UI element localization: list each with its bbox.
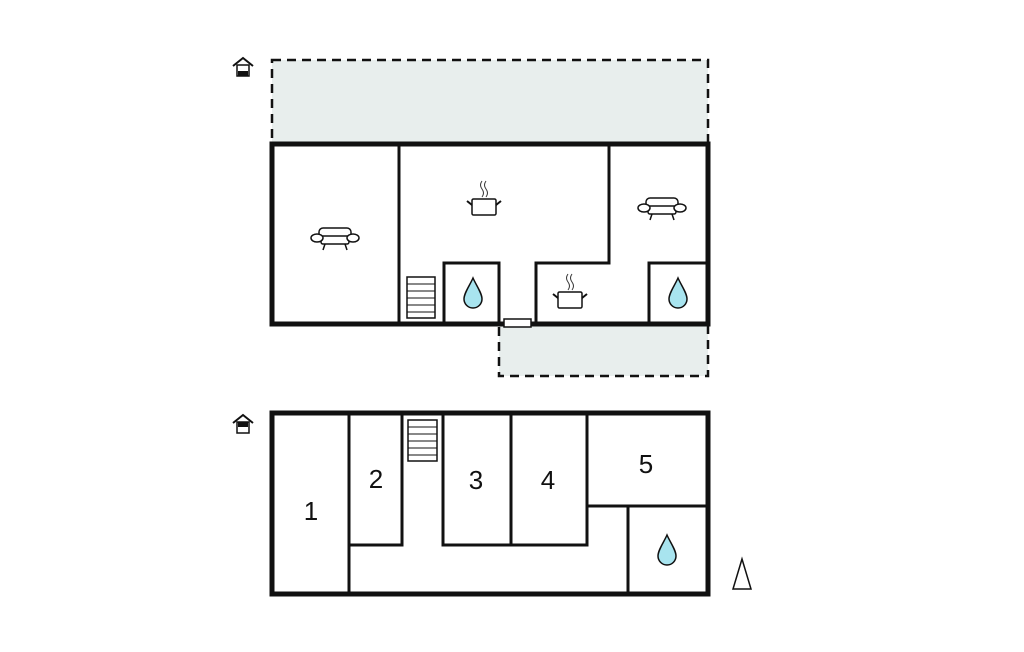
north-arrow-icon [731,556,753,590]
stairs-icon [406,276,436,319]
water-drop-icon [657,534,677,566]
room-number: 2 [369,464,383,494]
kitchen-pot-icon [466,180,502,216]
house-level-icon [232,414,254,434]
kitchen-pot-icon [552,273,588,309]
room-number: 1 [304,496,318,526]
outer-walls [269,141,711,327]
terrace-top [270,58,710,145]
stairs-icon [407,419,438,462]
room-number: 3 [469,465,483,495]
sofa-icon [637,197,687,221]
room-number: 4 [541,465,555,495]
water-drop-icon [463,277,483,309]
outer-walls [269,410,711,597]
sofa-icon [310,227,360,251]
terrace-bottom [497,322,710,378]
water-drop-icon [668,277,688,309]
house-level-icon [232,57,254,77]
room-number: 5 [639,449,653,479]
ground-floor-plan [232,57,711,378]
upper-floor-plan: 1 2 3 4 5 [232,410,753,597]
door-icon [503,318,532,328]
